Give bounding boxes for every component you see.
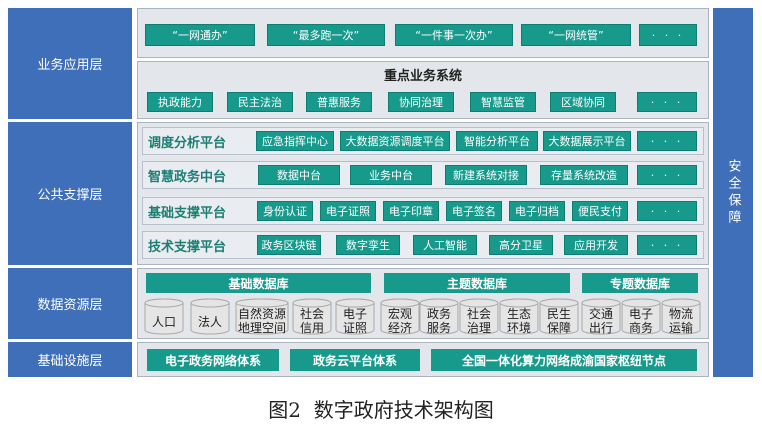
platform-item: 应用开发: [564, 235, 628, 255]
database-label: 人口: [151, 315, 176, 329]
database-cylinder-icon: [661, 298, 701, 335]
key-system-item-more: · · ·: [637, 92, 697, 112]
platform-item: 身份认证: [257, 201, 313, 221]
platform-item: 新建系统对接: [445, 165, 527, 185]
database-label: 法人: [197, 315, 222, 329]
business-item: “一件事一次办”: [395, 24, 513, 46]
platform-item: 存量系统改造: [540, 165, 628, 185]
database-label: 宏观 经济: [387, 307, 412, 335]
layer-label-business: 业务应用层: [8, 8, 132, 119]
business-item: “最多跑一次”: [267, 24, 385, 46]
database-cylinder-icon: [144, 298, 184, 335]
key-system-item: 智慧监管: [470, 92, 536, 112]
platform-item: 电子归档: [509, 201, 565, 221]
infra-item: 政务云平台体系: [290, 349, 420, 371]
key-system-item: 民主法治: [227, 92, 293, 112]
key-system-item: 区域协同: [550, 92, 616, 112]
business-item: “一网通办”: [145, 24, 255, 46]
platform-item-more: · · ·: [637, 131, 697, 151]
platform-item: 电子印章: [383, 201, 439, 221]
layer-label-public: 公共支撑层: [8, 122, 132, 265]
platform-item-more: · · ·: [637, 165, 697, 185]
platform-item: 数字孪生: [336, 235, 400, 255]
platform-item: 应急指挥中心: [256, 131, 334, 151]
platform-item: 数据中台: [258, 165, 340, 185]
database-label: 社会 信用: [299, 307, 324, 335]
platform-title: 技术支撑平台: [148, 239, 227, 255]
infra-item: 电子政务网络体系: [147, 349, 279, 371]
database-label: 政务 服务: [426, 307, 451, 335]
database-cylinder-icon: [621, 298, 661, 335]
database-label: 交通 出行: [588, 307, 613, 335]
figure-caption: 图2 数字政府技术架构图: [268, 398, 494, 422]
platform-title: 基础支撑平台: [148, 205, 227, 221]
platform-item: 电子签名: [446, 201, 502, 221]
database-label: 生态 环境: [506, 307, 531, 335]
layer-label-data: 数据资源层: [8, 268, 132, 339]
platform-item-more: · · ·: [637, 235, 697, 255]
database-label: 电子 证照: [342, 307, 367, 335]
platform-item: 高分卫星: [489, 235, 553, 255]
database-cylinder-icon: [581, 298, 621, 335]
business-item: “一网统管”: [521, 24, 631, 46]
key-system-item: 普惠服务: [306, 92, 372, 112]
key-system-title: 重点业务系统: [383, 69, 462, 84]
database-cylinder-icon: [292, 298, 332, 335]
database-cylinder-icon: [380, 298, 420, 335]
security-column: 安全保障: [713, 8, 753, 377]
database-label: 物流 运输: [668, 307, 693, 335]
platform-item: 业务中台: [350, 165, 432, 185]
database-cylinder-icon: [499, 298, 539, 335]
platform-item: 政务区块链: [257, 235, 321, 255]
db-header-basic: 基础数据库: [146, 273, 371, 293]
platform-item: 电子证照: [320, 201, 376, 221]
platform-item: 智能分析平台: [456, 131, 538, 151]
platform-title: 智慧政务中台: [148, 169, 227, 185]
database-cylinder-icon: [539, 298, 579, 335]
database-label: 电子 商务: [628, 307, 653, 335]
platform-item: 便民支付: [572, 201, 628, 221]
platform-item: 大数据展示平台: [543, 131, 631, 151]
db-header-topic: 主题数据库: [384, 273, 570, 293]
platform-item: 大数据资源调度平台: [340, 131, 450, 151]
database-label: 自然资源 地理空间: [237, 307, 286, 335]
platform-item: 人工智能: [413, 235, 477, 255]
platform-item-more: · · ·: [637, 201, 697, 221]
database-cylinder-icon: [335, 298, 375, 335]
database-cylinder-icon: [190, 298, 230, 335]
database-cylinder-icon: [419, 298, 459, 335]
database-label: 社会 治理: [466, 307, 491, 335]
key-system-item: 执政能力: [147, 92, 213, 112]
database-label: 民生 保障: [546, 307, 571, 335]
platform-title: 调度分析平台: [148, 135, 227, 151]
db-header-special: 专题数据库: [582, 273, 698, 293]
layer-label-infra: 基础设施层: [8, 342, 132, 377]
database-cylinder-icon: [235, 298, 289, 335]
database-cylinder-icon: [459, 298, 499, 335]
key-system-item: 协同治理: [388, 92, 454, 112]
business-item-more: · · ·: [639, 24, 697, 46]
infra-item: 全国一体化算力网络成渝国家枢纽节点: [431, 349, 697, 371]
